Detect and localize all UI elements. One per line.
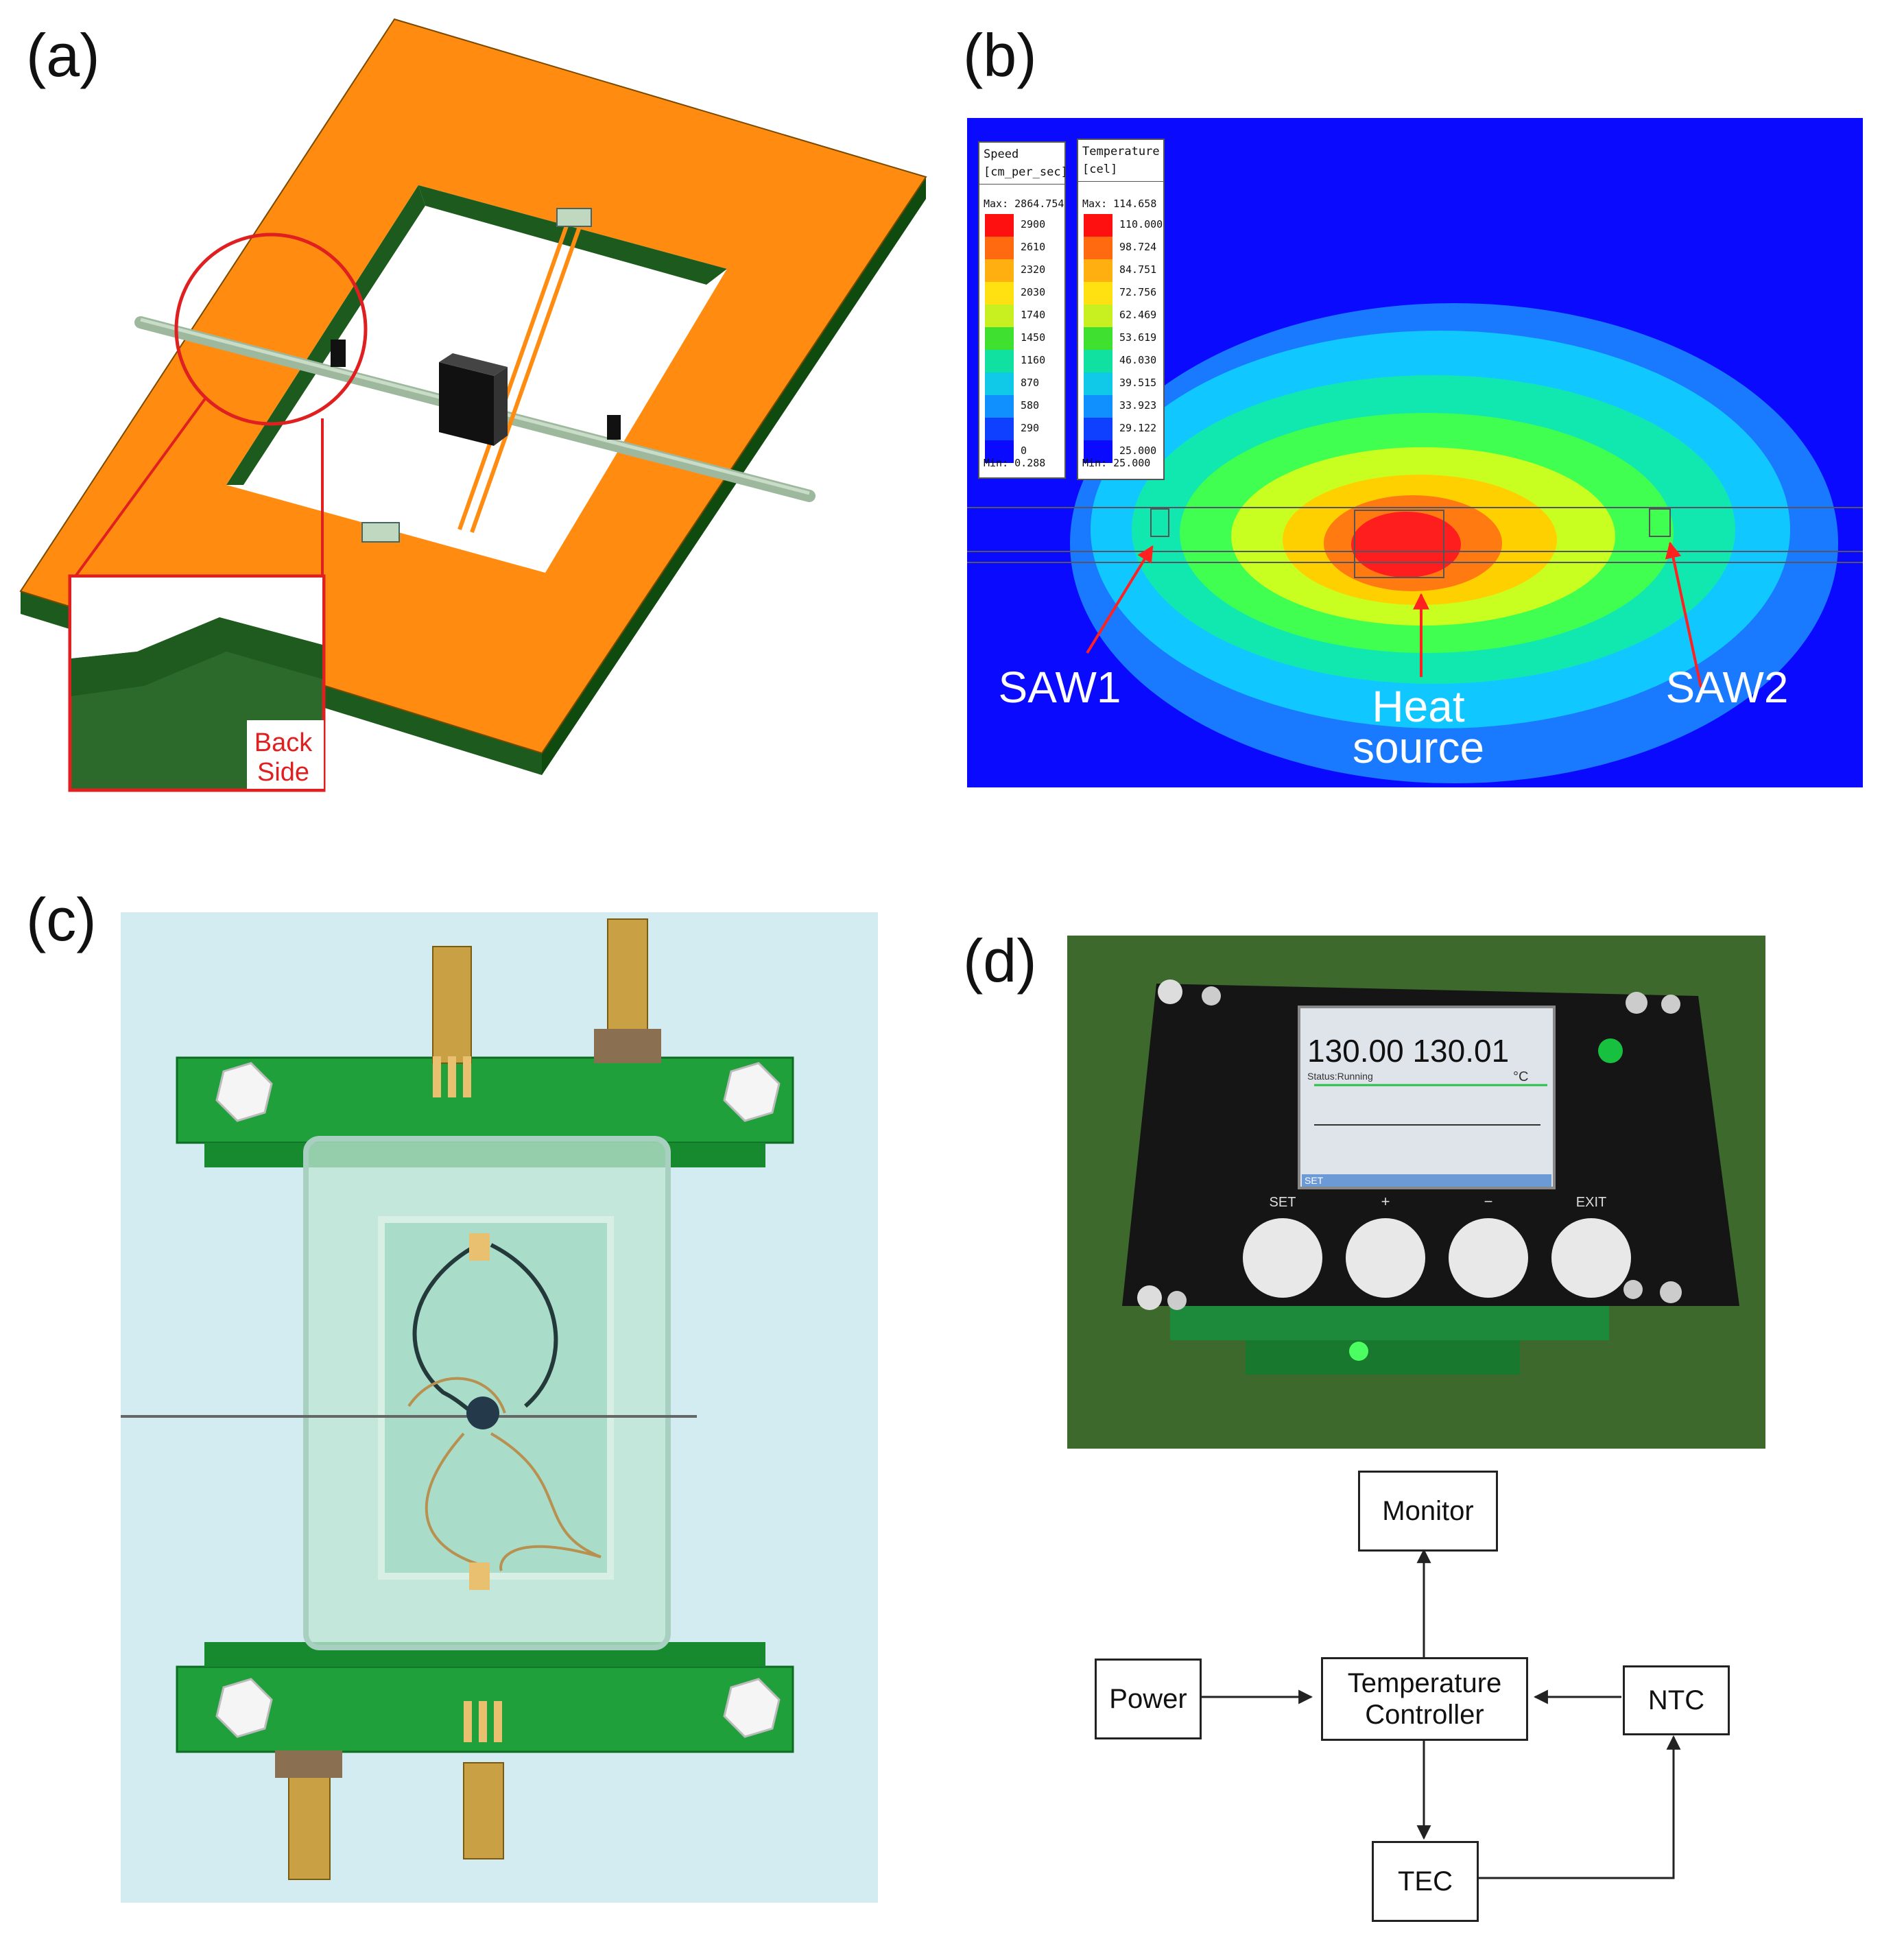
temp-tick-label: 29.122 [1119,422,1157,434]
temperature-legend-unit: [cel] [1082,163,1118,176]
panel-label-c: (c) [26,886,97,953]
flow-power-label: Power [1109,1684,1187,1714]
speed-swatch [985,327,1014,350]
speed-tick-label: 0 [1021,444,1027,457]
speed-legend-min: Min: 0.288 [984,457,1046,469]
temp-tick-label: 39.515 [1119,377,1157,389]
button-label-set: SET [1270,1195,1296,1210]
temp-swatch [1084,350,1112,372]
temp-tick-label: 110.000 [1119,218,1163,230]
back-side-label-1: Back [254,728,313,757]
temperature-legend-title: Temperature [1082,145,1160,158]
temp-tick-label: 33.923 [1119,399,1157,412]
temp-swatch [1084,395,1112,418]
temp-swatch [1084,440,1112,463]
speed-tick-label: 2900 [1021,218,1046,230]
flow-tec-label: TEC [1398,1866,1453,1897]
flow-monitor-label: Monitor [1382,1496,1474,1526]
panel-label-d: (d) [963,927,1037,995]
temperature-legend-min: Min: 25.000 [1082,457,1151,469]
temperature-legend: Temperature [cel] Max: 114.658 110.000 98… [1077,139,1165,480]
panel-label-a: (a) [26,21,100,89]
speed-swatch [985,305,1014,327]
heat-source-label-1: Heat [1372,682,1464,731]
speed-tick-label: 870 [1021,377,1040,389]
back-side-label-2: Side [257,758,309,787]
temp-tick-label: 72.756 [1119,286,1157,298]
temp-swatch [1084,372,1112,395]
temperature-legend-max: Max: 114.658 [1082,198,1157,210]
flow-ntc-label: NTC [1647,1685,1705,1715]
temp-swatch [1084,237,1112,259]
speed-swatch [985,237,1014,259]
button-label-exit: EXIT [1576,1195,1606,1210]
temp-swatch [1084,305,1112,327]
temp-swatch [1084,259,1112,282]
speed-tick-label: 1450 [1021,331,1046,344]
panel-label-b: (b) [963,21,1037,89]
flow-box-controller: Temperature Controller [1321,1657,1528,1741]
temp-tick-label: 98.724 [1119,241,1157,253]
flow-controller-label-1: Temperature [1347,1668,1502,1698]
flow-box-tec: TEC [1372,1841,1479,1922]
flow-box-ntc: NTC [1623,1665,1730,1735]
speed-swatch [985,372,1014,395]
speed-swatch [985,440,1014,463]
speed-tick-label: 290 [1021,422,1040,434]
speed-swatch [985,350,1014,372]
temp-swatch [1084,327,1112,350]
saw1-label: SAW1 [999,663,1121,712]
flow-box-monitor: Monitor [1358,1471,1498,1552]
flow-box-power: Power [1095,1659,1202,1739]
speed-swatch [985,418,1014,440]
temp-tick-label: 62.469 [1119,309,1157,321]
speed-legend-max: Max: 2864.754 [984,198,1064,210]
speed-swatch [985,282,1014,305]
speed-tick-label: 2610 [1021,241,1046,253]
saw2-label: SAW2 [1666,663,1789,712]
speed-tick-label: 2320 [1021,263,1046,276]
speed-legend-unit: [cm_per_sec] [984,165,1068,179]
screen-menu: SET [1305,1175,1324,1186]
temp-tick-label: 53.619 [1119,331,1157,344]
heat-source-label-2: source [1353,723,1484,772]
screen-readout: 130.00 130.01 [1307,1033,1509,1069]
temp-swatch [1084,418,1112,440]
panel-d-flow-arrows [1200,1548,1681,1879]
temp-tick-label: 46.030 [1119,354,1157,366]
temp-swatch [1084,214,1112,237]
speed-tick-label: 2030 [1021,286,1046,298]
speed-swatch [985,259,1014,282]
button-label-plus: + [1381,1193,1390,1210]
speed-swatch [985,214,1014,237]
temp-tick-label: 25.000 [1119,444,1157,457]
panel-b-simulation: SAW1 Heat source SAW2 Speed [cm_per_sec]… [967,118,1863,787]
speed-legend-title: Speed [984,147,1019,161]
temp-swatch [1084,282,1112,305]
panel-d-controller-photo: 130.00 130.01 Status:Running °C SET SET … [1067,936,1765,1449]
panel-c-device-photo [121,912,878,1903]
screen-unit: °C [1513,1069,1528,1084]
panel-a-model: Back Side [19,18,927,792]
flow-controller-label-2: Controller [1365,1700,1484,1730]
speed-tick-label: 580 [1021,399,1040,412]
speed-tick-label: 1740 [1021,309,1046,321]
temp-tick-label: 84.751 [1119,263,1157,276]
button-label-minus: − [1484,1193,1493,1210]
screen-status: Status:Running [1307,1071,1373,1082]
speed-swatch [985,395,1014,418]
speed-tick-label: 1160 [1021,354,1046,366]
